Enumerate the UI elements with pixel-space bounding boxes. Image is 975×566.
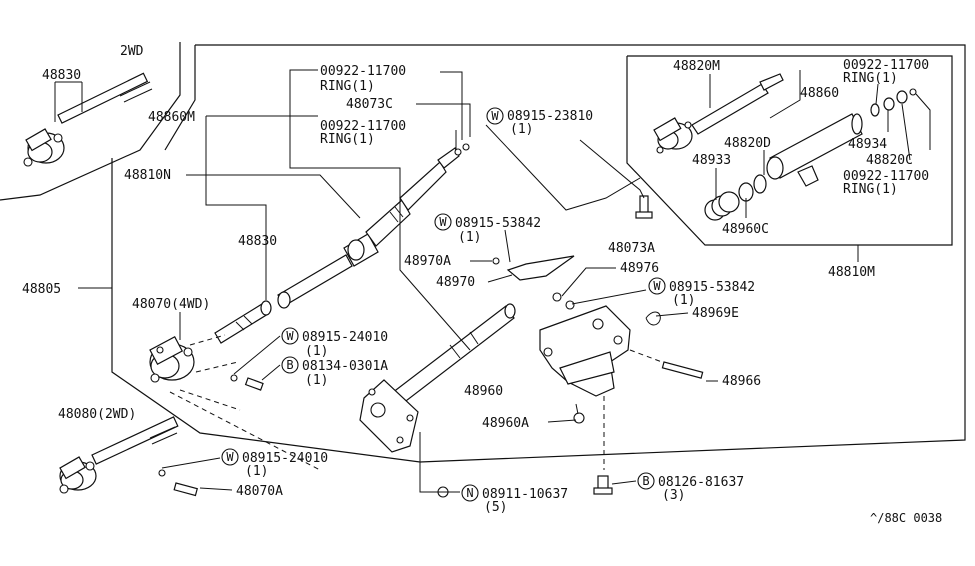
label-48966: 48966 — [722, 374, 761, 389]
column-mounting-flange — [359, 379, 419, 453]
lower-joint-shaft — [214, 300, 272, 344]
label-48933: 48933 — [692, 153, 731, 168]
washer-symbol-53842a-letter: W — [439, 215, 447, 229]
band-clip — [492, 255, 575, 281]
label-48080-2wd: 48080(2WD) — [58, 407, 136, 422]
label-ring-d-number: 00922-11700 — [843, 169, 929, 184]
label-48830: 48830 — [238, 234, 277, 249]
label-w-08915-23810-qty: (1) — [510, 122, 533, 137]
washer-symbol-53842a — [434, 213, 452, 231]
label-48860m: 48860M — [148, 110, 195, 125]
washer-symbol-24010a-letter: W — [286, 329, 294, 343]
frame-lines — [0, 42, 966, 463]
label-ring-b-text: RING(1) — [320, 132, 375, 147]
label-48970a: 48970A — [404, 254, 451, 269]
bolt-symbol-0301a — [281, 356, 299, 374]
universal-joint-2wd — [59, 416, 179, 494]
label-48960a: 48960A — [482, 416, 529, 431]
label-b-08126-81637: 08126-81637 — [658, 475, 744, 490]
label-n-08911-10637-qty: (5) — [484, 500, 507, 515]
label-48860: 48860 — [800, 86, 839, 101]
label-w-08915-53842-b-qty: (1) — [672, 293, 695, 308]
part-labels: 2WD 48830 48860M 48810N 48830 48805 4807… — [22, 44, 942, 525]
washer-symbol-23810 — [486, 107, 504, 125]
label-48073c: 48073C — [346, 97, 393, 112]
callout-symbols: W W W W B W B N — [221, 107, 666, 502]
label-48934: 48934 — [848, 137, 887, 152]
label-48976: 48976 — [620, 261, 659, 276]
label-48969e: 48969E — [692, 306, 739, 321]
steering-column-shaft — [277, 143, 470, 309]
label-48805: 48805 — [22, 282, 61, 297]
label-w-08915-53842-b: 08915-53842 — [669, 280, 755, 295]
label-b-08134-0301a: 08134-0301A — [302, 359, 388, 374]
washer-symbol-23810-letter: W — [491, 109, 499, 123]
upper-shaft-joint — [653, 73, 784, 154]
label-ring-d-text: RING(1) — [843, 182, 898, 197]
label-48810n: 48810N — [124, 168, 171, 183]
label-ring-a-number: 00922-11700 — [320, 64, 406, 79]
label-ring-a-text: RING(1) — [320, 79, 375, 94]
label-ring-c-number: 00922-11700 — [843, 58, 929, 73]
label-b-08134-0301a-qty: (1) — [305, 373, 328, 388]
label-w-08915-53842-a: 08915-53842 — [455, 216, 541, 231]
column-jacket-upper — [766, 113, 863, 187]
bolt-symbol-81637 — [637, 472, 655, 490]
washer-symbol-53842b-letter: W — [653, 279, 661, 293]
washer-symbol-24010b — [221, 448, 239, 466]
label-48073a: 48073A — [608, 241, 655, 256]
universal-joint-4wd — [149, 334, 321, 471]
label-w-08915-24010-b: 08915-24010 — [242, 451, 328, 466]
label-n-08911-10637: 08911-10637 — [482, 487, 568, 502]
washer-symbol-53842b — [648, 277, 666, 295]
label-48960: 48960 — [464, 384, 503, 399]
bracket-fasteners — [437, 195, 704, 498]
label-48970: 48970 — [436, 275, 475, 290]
footer-diagram-code: ^/88C 0038 — [870, 511, 942, 525]
label-48820d: 48820D — [724, 136, 771, 151]
nut-symbol-10637-letter: N — [466, 486, 473, 500]
label-48960c: 48960C — [722, 222, 769, 237]
leader-lines — [54, 69, 931, 493]
label-48820c: 48820C — [866, 153, 913, 168]
nut-symbol-10637 — [461, 484, 479, 502]
label-ring-c-text: RING(1) — [843, 71, 898, 86]
label-48070-4wd: 48070(4WD) — [132, 297, 210, 312]
label-w-08915-24010-a: 08915-24010 — [302, 330, 388, 345]
label-48070a: 48070A — [236, 484, 283, 499]
washer-symbol-24010b-letter: W — [226, 450, 234, 464]
spring-and-rings — [704, 88, 917, 221]
label-48820m: 48820M — [673, 59, 720, 74]
label-ring-b-number: 00922-11700 — [320, 119, 406, 134]
lower-left-fasteners — [158, 374, 264, 497]
label-w-08915-23810: 08915-23810 — [507, 109, 593, 124]
label-2wd: 2WD — [120, 44, 144, 59]
label-48810m: 48810M — [828, 265, 875, 280]
label-48830-inset: 48830 — [42, 68, 81, 83]
bolt-symbol-0301a-letter: B — [286, 358, 293, 372]
label-w-08915-24010-b-qty: (1) — [245, 464, 268, 479]
bolt-symbol-81637-letter: B — [642, 474, 649, 488]
label-b-08126-81637-qty: (3) — [662, 488, 685, 503]
column-bracket — [539, 305, 663, 470]
inset-intermediate-shaft — [23, 72, 153, 167]
washer-symbol-24010a — [281, 327, 299, 345]
label-w-08915-24010-a-qty: (1) — [305, 344, 328, 359]
label-w-08915-53842-a-qty: (1) — [458, 230, 481, 245]
